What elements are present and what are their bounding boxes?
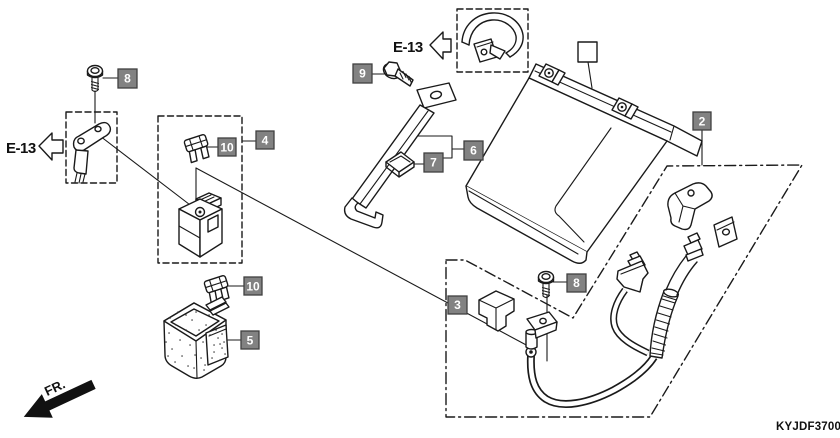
connector (616, 251, 649, 293)
part-2-region-box (445, 164, 803, 418)
relay-assembly (178, 192, 223, 258)
callout-label-7[interactable]: 7 (423, 152, 444, 173)
callout-label-2[interactable]: 2 (692, 111, 712, 131)
blank-callout-box[interactable] (577, 41, 598, 63)
diagram-code: KYJDF3700 (776, 421, 840, 433)
coil-wrap (649, 288, 680, 359)
svg-text:9: 9 (359, 67, 366, 81)
clip-7 (385, 151, 415, 178)
svg-text:10: 10 (220, 141, 234, 155)
battery-body (465, 77, 668, 253)
fr-arrow-icon (23, 379, 96, 418)
ground-cable (526, 354, 658, 408)
battery-strap-detail (461, 12, 524, 63)
leader-lines (94, 61, 703, 362)
bolt-8-top (86, 64, 104, 93)
e13-left-detail-box (65, 111, 118, 184)
e13-reference-top: E-13 (393, 31, 452, 60)
callout-label-5[interactable]: 5 (240, 330, 260, 350)
callout-label-9[interactable]: 9 (352, 63, 373, 84)
svg-text:4: 4 (262, 134, 269, 148)
terminal-cover-3 (478, 290, 515, 332)
callout-label-4[interactable]: 4 (255, 130, 275, 150)
battery-terminal-2 (611, 97, 639, 120)
positive-terminal-cover (667, 182, 713, 231)
battery-terminal-eyelet (72, 121, 112, 184)
battery-terminal-1 (538, 63, 566, 86)
battery (465, 63, 703, 264)
flange-bolt-9 (382, 61, 414, 87)
svg-text:7: 7 (430, 156, 437, 170)
svg-text:2: 2 (699, 115, 706, 129)
direction-indicator: FR. (23, 376, 96, 418)
e13-top-text: E-13 (393, 39, 423, 56)
svg-text:5: 5 (247, 334, 254, 348)
svg-text:6: 6 (470, 144, 477, 158)
bolt-8-bottom (537, 270, 555, 299)
e13-left-text: E-13 (6, 140, 36, 157)
negative-cable-assembly (525, 182, 738, 408)
callout-label-10-lower[interactable]: 10 (243, 276, 263, 296)
e13-top-detail-box (456, 8, 529, 73)
callout-label-3[interactable]: 3 (447, 295, 468, 315)
callout-label-6[interactable]: 6 (463, 140, 484, 161)
fuse-10-upper (183, 133, 213, 164)
svg-text:3: 3 (454, 298, 461, 312)
e13-reference-left: E-13 (6, 132, 64, 161)
e13-top-arrow-icon (429, 31, 452, 60)
callout-label-8-top[interactable]: 8 (117, 68, 138, 89)
callout-label-10-upper[interactable]: 10 (217, 137, 237, 157)
terminal-stack (683, 232, 704, 262)
callout-label-8-bottom[interactable]: 8 (566, 273, 587, 293)
svg-text:8: 8 (124, 72, 131, 86)
rubber-holder-box (163, 296, 230, 379)
cable-bracket-right (713, 216, 738, 248)
svg-text:10: 10 (246, 280, 260, 294)
part-4-region-box (157, 115, 243, 264)
svg-text:8: 8 (573, 276, 580, 290)
e13-left-arrow-icon (38, 132, 64, 161)
cable-neck (665, 255, 698, 296)
ground-terminal (525, 311, 558, 358)
